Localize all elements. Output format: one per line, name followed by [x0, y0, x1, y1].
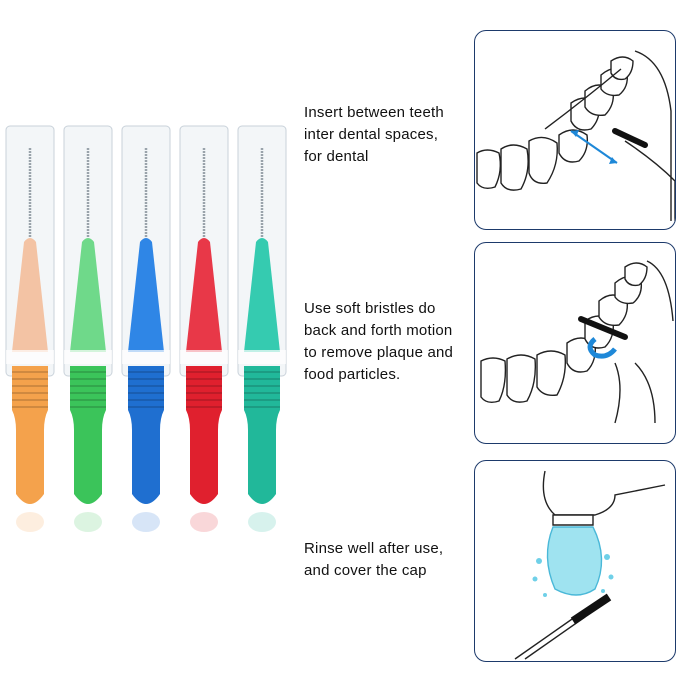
back-and-forth-illustration: [480, 260, 674, 424]
step-2-line-4: food particles.: [304, 366, 401, 383]
step-1-illustration-panel: [474, 30, 676, 230]
brush-1-handle: [12, 366, 48, 504]
brush-2-head: [70, 238, 106, 352]
step-2-text: Use soft bristles do back and forth moti…: [304, 298, 476, 386]
brush-4-handle: [186, 366, 222, 504]
step-3-line-1: Rinse well after use,: [304, 540, 444, 557]
rinse-illustration: [514, 470, 666, 660]
step-1-text: Insert between teeth inter dental spaces…: [304, 102, 476, 168]
brush-5-head: [244, 238, 280, 352]
brush-4-head: [186, 238, 222, 352]
brush-3-head: [128, 238, 164, 352]
step-2-illustration-panel: [474, 242, 676, 444]
brush-2-handle: [70, 366, 106, 504]
step-2-line-1: Use soft bristles do: [304, 300, 436, 317]
brush-3-handle: [128, 366, 164, 504]
brush-1-head: [12, 238, 48, 352]
step-3-illustration-panel: [474, 460, 676, 662]
brush-5-handle: [244, 366, 280, 504]
step-3-line-2: and cover the cap: [304, 562, 427, 579]
step-2-line-3: to remove plaque and: [304, 344, 454, 361]
step-2-line-2: back and forth motion: [304, 322, 453, 339]
interdental-brushes-image: [5, 125, 287, 532]
step-3-text: Rinse well after use, and cover the cap: [304, 538, 476, 582]
insert-brush-illustration: [476, 50, 675, 221]
step-1-line-3: for dental: [304, 148, 369, 165]
step-1-line-1: Insert between teeth: [304, 104, 444, 121]
step-1-line-2: inter dental spaces,: [304, 126, 439, 143]
